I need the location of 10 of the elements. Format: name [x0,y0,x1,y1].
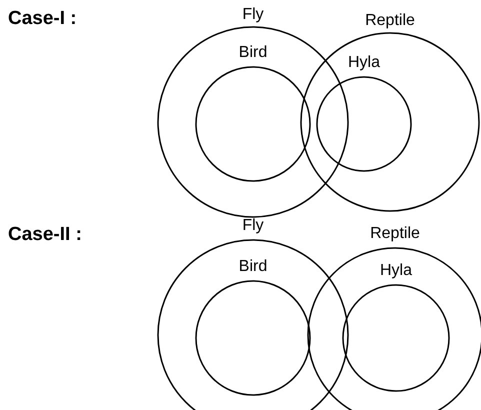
set-label: Fly [242,217,264,235]
set-label: Bird [238,258,268,276]
set-label: Reptile [365,12,415,30]
set-label: Bird [238,44,268,62]
set-label: Reptile [370,225,420,243]
set-label: Hyla [348,54,380,72]
case-heading: Case-I : [8,8,77,30]
set-label: Hyla [380,262,412,280]
set-label: Fly [242,6,264,24]
case-heading: Case-II : [8,224,82,246]
